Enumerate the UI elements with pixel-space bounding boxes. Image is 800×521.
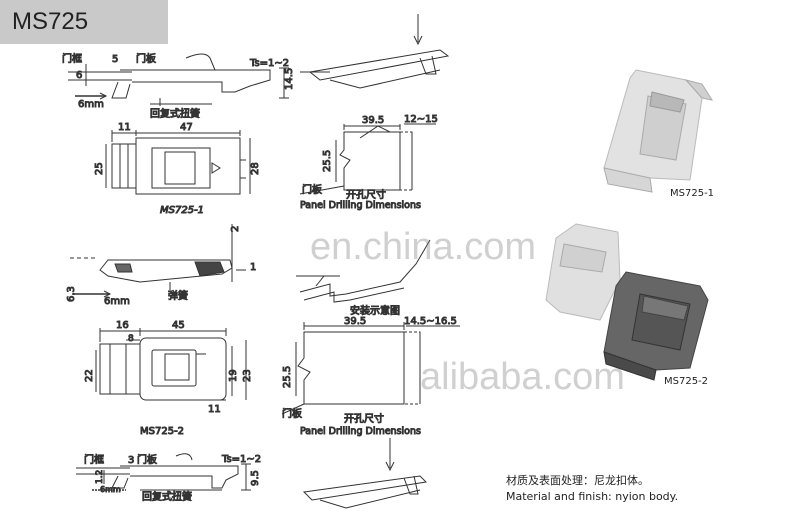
photo-label-2: MS725-2 [664,376,708,387]
side3-dim-3: 3 [128,455,134,466]
page-title: MS725 [12,8,89,35]
side1-door-panel: 门板 [136,52,156,65]
top-view-1 [105,130,251,195]
side1-dim-6: 6 [76,70,82,81]
material-en: Material and finish: nyion body. [506,490,679,503]
cut1-cn: 开孔尺寸 [346,188,386,201]
side1-spring: 回复式扭簧 [150,107,200,120]
install-view-3 [302,438,428,509]
side3-ts: Ts=1~2 [221,454,261,465]
cut1-en: Panel Drilling Dimensions [300,200,421,211]
side2-dim-6-3: 6.3 [66,286,77,302]
top2-dim-16: 16 [116,320,129,331]
side2-travel: 6mm [104,296,130,307]
side1-door-frame: 门框 [62,52,82,65]
top2-dim-45: 45 [172,320,185,331]
cut2-dim-39-5: 39.5 [344,316,366,327]
panel-cutout-2 [281,322,460,415]
side-view-1 [68,53,289,106]
side3-dim-1-2: 1.2 [95,470,105,484]
side3-spring: 回复式扭簧 [142,490,192,503]
panel-cutout-1 [299,123,436,195]
cut1-door-panel: 门板 [302,183,322,196]
top1-dim-11: 11 [118,122,131,133]
material-cn: 材质及表面处理：尼龙扣体。 [506,474,649,487]
photo-label-1: MS725-1 [670,188,714,199]
install-caption: 安装示意图 [350,304,400,317]
product-photo-1 [603,69,714,193]
side2-spring: 弹簧 [168,289,188,302]
top2-dim-19: 19 [228,369,239,382]
top2-caption: MS725-2 [140,426,184,437]
side1-travel: 6mm [78,99,104,110]
side1-dim-5: 5 [112,54,118,65]
top2-dim-22: 22 [84,369,95,382]
top1-dim-28: 28 [250,162,261,175]
top1-dim-47: 47 [180,122,193,133]
title-box: MS725 [0,0,168,44]
side2-dim-2: 2 [230,226,241,232]
install-view-2 [296,239,431,303]
top2-dim-8: 8 [128,334,134,344]
side1-ts: Ts=1~2 [249,58,289,69]
top2-dim-23: 23 [242,369,253,382]
top1-caption: MS725-1 [160,205,204,216]
side2-dim-1: 1 [250,262,256,273]
top1-dim-25: 25 [94,162,105,175]
watermark-china: en.china.com [310,226,537,268]
top2-dim-11: 11 [208,404,221,415]
cut1-dim-25-5: 25.5 [322,150,333,172]
side-view-3 [76,453,251,491]
cut1-dim-12-15: 12~15 [404,114,438,125]
cut2-dim-25-5: 25.5 [282,366,293,388]
side3-dim-9-5: 9.5 [250,470,261,486]
watermark-alibaba: alibaba.com [420,356,625,398]
side3-door-panel: 门板 [137,453,157,466]
side3-door-frame: 门框 [84,453,104,466]
cut2-door-panel: 门板 [282,407,302,420]
side1-dim-14-5: 14.5 [284,68,295,90]
cut1-dim-39-5: 39.5 [362,115,384,126]
install-view-1 [300,14,450,89]
side-view-2 [70,224,246,298]
top-view-2 [95,328,247,401]
product-photo-2 [545,223,709,381]
cut2-cn: 开孔尺寸 [344,412,384,425]
cut2-dim-14-5-16-5: 14.5~16.5 [404,316,457,327]
cut2-en: Panel Drilling Dimensions [300,426,421,437]
side3-travel: 6mm [100,485,121,494]
